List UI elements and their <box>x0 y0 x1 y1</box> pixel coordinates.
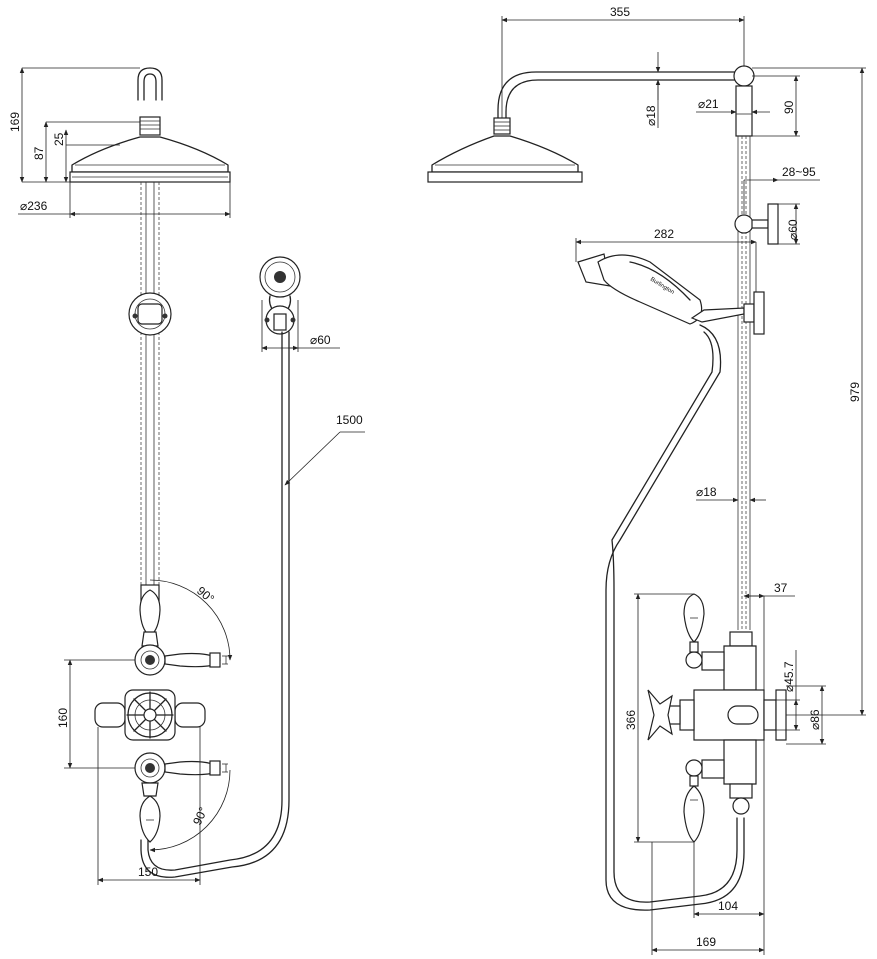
dim-hose-length: 1500 <box>336 413 363 427</box>
dim-overall-depth: 169 <box>696 935 716 949</box>
angle-top-label: 90° <box>194 584 217 607</box>
wall-bracket-front <box>128 292 172 336</box>
thermostatic-valve-side <box>647 593 787 843</box>
dim-head-height: 87 <box>32 146 46 160</box>
dim-valve-depth: 104 <box>718 899 738 913</box>
front-view: 90° 90° 169 87 25 ⌀236 <box>8 67 365 885</box>
dim-bracket-range: 28~95 <box>782 165 816 179</box>
shower-arm-side <box>497 65 755 137</box>
dim-joint-diameter: ⌀21 <box>698 97 719 111</box>
dim-valve-height-side: 366 <box>624 710 638 730</box>
wall-bracket-side <box>734 203 779 245</box>
dim-valve-height: 160 <box>56 708 70 728</box>
dim-head-neck: 25 <box>52 132 66 146</box>
dim-handset-projection: 282 <box>654 227 674 241</box>
flexible-hose-side <box>605 324 745 911</box>
dim-overall-height: 169 <box>8 112 22 132</box>
rainfall-head-front <box>69 67 231 183</box>
side-view: Burlington <box>427 5 866 955</box>
rainfall-head-side <box>427 117 583 183</box>
dim-arm-projection: 355 <box>610 5 630 19</box>
front-dimensions: 169 87 25 ⌀236 ⌀60 1500 <box>8 67 365 885</box>
dim-flange-diameter: ⌀86 <box>808 709 822 730</box>
flexible-hose-front <box>140 331 290 878</box>
dim-valve-offset: 37 <box>774 581 788 595</box>
dim-joint-height: 90 <box>782 100 796 114</box>
dim-outlet-diameter: ⌀45.7 <box>782 661 796 692</box>
dim-valve-width: 150 <box>138 865 158 879</box>
riser-pipe-front <box>140 182 160 585</box>
thermostatic-valve-front <box>94 584 228 843</box>
handset-front <box>259 256 301 335</box>
dim-handset-diameter: ⌀60 <box>310 333 331 347</box>
dim-riser-diameter: ⌀18 <box>696 485 717 499</box>
side-dimensions: 355 ⌀18 ⌀21 90 979 28~95 <box>501 5 866 955</box>
dim-head-diameter: ⌀236 <box>20 199 48 213</box>
dim-arm-diameter: ⌀18 <box>644 105 658 126</box>
handset-side: Burlington <box>577 253 765 335</box>
dim-riser-height: 979 <box>848 382 862 402</box>
dim-bracket-diameter: ⌀60 <box>786 219 800 240</box>
